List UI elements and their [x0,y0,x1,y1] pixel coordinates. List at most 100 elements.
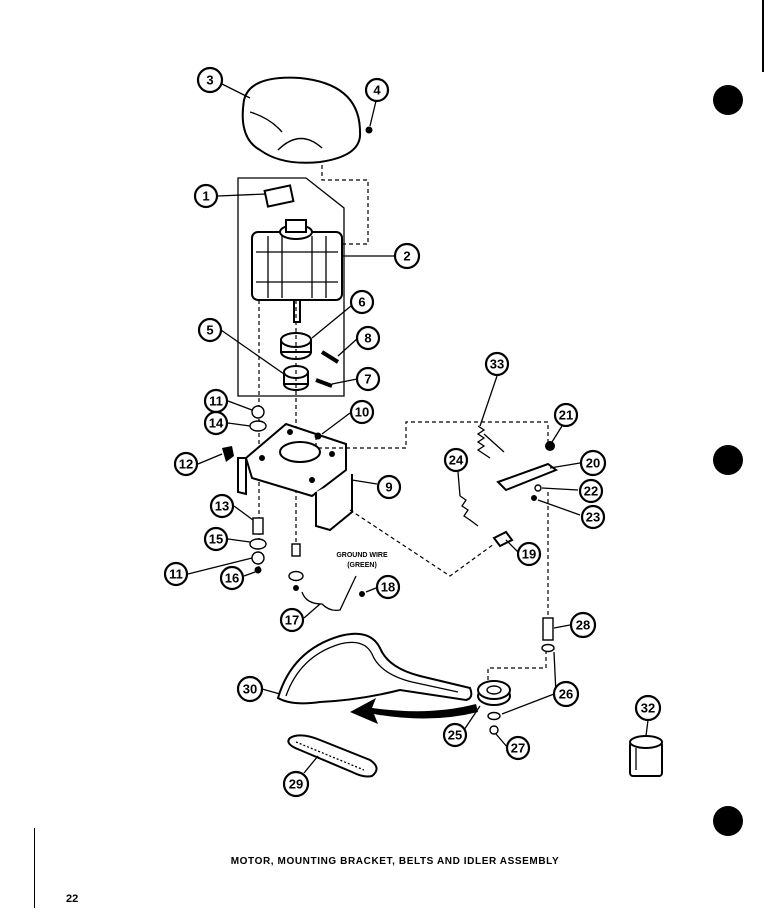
idler-arm-part-20 [496,462,559,492]
ground-wire-part-17 [301,575,357,612]
idler-shaft-part-28 [542,617,554,641]
svg-text:16: 16 [225,571,239,586]
grommet-part-15 [249,538,267,550]
svg-text:22: 22 [584,484,598,499]
ground-wire-label: GROUND WIRE [336,552,388,559]
grommet-part-14 [249,420,267,432]
svg-text:8: 8 [364,331,371,346]
callout-14: 14 [203,410,229,436]
svg-text:18: 18 [381,580,395,595]
svg-text:3: 3 [206,73,213,88]
spring-part-24 [459,495,479,527]
svg-text:11: 11 [169,567,183,582]
drive-belt-inner [285,641,459,697]
bolt-part-12 [222,446,234,462]
svg-text:11: 11 [209,394,223,409]
svg-text:32: 32 [641,701,655,716]
screw-part-4 [365,126,373,134]
svg-text:21: 21 [559,408,573,423]
svg-text:24: 24 [449,453,464,468]
callout-5: 5 [197,317,223,343]
callout-2: 2 [393,242,421,270]
callout-30: 30 [236,675,264,703]
callout-11-top: 11 [203,388,229,414]
nut-part-16 [254,566,262,574]
belt-part-29 [287,734,378,778]
drive-belt-part-30 [276,632,473,705]
callout-33: 33 [484,351,510,377]
spring-part-33 [476,425,491,459]
callout-6: 6 [349,289,375,315]
binder-hole-top [713,85,743,115]
binder-hole-middle [713,445,743,475]
svg-text:25: 25 [448,728,462,743]
callout-26: 26 [552,680,580,708]
left-edge-mark [34,828,35,908]
washer-part-26-top [541,643,555,653]
callout-27: 27 [505,735,531,761]
spacer-center [291,543,301,557]
callout-32: 32 [634,694,662,722]
callout-12: 12 [173,451,199,477]
callout-17: 17 [279,607,305,633]
washer-part-22 [534,484,542,492]
page-number: 22 [66,893,79,905]
washer-part-11-top [251,405,265,419]
nut-center [293,585,299,591]
callout-8: 8 [355,325,381,351]
callout-9: 9 [376,474,402,500]
washer-part-11-bottom [251,551,265,565]
svg-text:13: 13 [215,499,229,514]
screw-part-18 [359,591,365,597]
pin-part-7 [315,378,333,388]
callout-16: 16 [219,565,245,591]
svg-text:27: 27 [511,741,525,756]
binder-hole-bottom [713,806,743,836]
svg-text:19: 19 [522,547,536,562]
pin-part-8 [320,350,340,364]
svg-text:14: 14 [209,416,224,431]
svg-text:20: 20 [586,456,600,471]
svg-text:26: 26 [559,687,573,702]
svg-text:23: 23 [586,510,600,525]
spacer-part-13 [252,517,264,535]
part-32 [629,735,663,777]
svg-text:6: 6 [358,295,365,310]
svg-text:9: 9 [385,480,392,495]
svg-text:1: 1 [202,189,209,204]
dashed-link-bracket-idler [349,509,495,577]
ground-wire-color-label: (GREEN) [347,562,377,569]
dashed-link-bracket-right [315,421,549,449]
idler-pulley-part-25 [477,680,511,706]
diagram-caption: MOTOR, MOUNTING BRACKET, BELTS AND IDLER… [230,856,560,867]
callout-18: 18 [375,574,401,600]
callout-28: 28 [569,611,597,639]
motor [251,219,343,323]
callout-23: 23 [580,504,606,530]
nut-part-21 [545,441,555,451]
screw-part-23 [531,495,537,501]
mounting-bracket [237,422,353,532]
callout-11-bottom: 11 [163,561,189,587]
right-edge-mark [762,0,764,72]
svg-text:4: 4 [373,83,381,98]
direction-arrow [350,698,478,724]
callout-3: 3 [196,66,224,94]
callout-24: 24 [443,447,469,473]
bracket-part-19 [492,530,514,548]
nut-part-27 [489,725,499,735]
svg-text:10: 10 [355,405,369,420]
callout-21: 21 [553,402,579,428]
svg-text:2: 2 [403,249,410,264]
callout-13: 13 [209,493,235,519]
callout-1: 1 [193,183,219,209]
callout-15: 15 [203,526,229,552]
terminal-block-part-1 [263,184,295,208]
callout-20: 20 [579,449,607,477]
callout-4: 4 [364,77,390,103]
washer-part-26-bottom [487,711,501,721]
callout-25: 25 [442,722,468,748]
svg-text:5: 5 [206,323,213,338]
svg-text:15: 15 [209,532,223,547]
